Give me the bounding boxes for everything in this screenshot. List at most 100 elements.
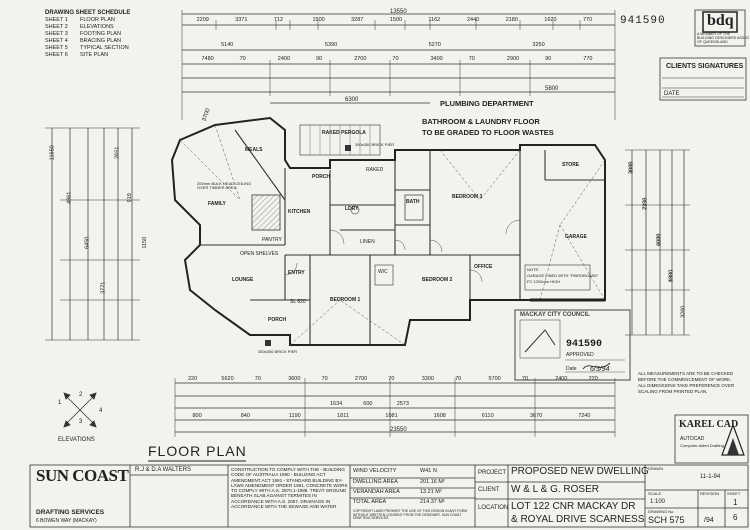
dim-bottom-row1-value: 70 xyxy=(254,376,261,382)
room-porch-1: PORCH xyxy=(312,174,331,180)
dim-bottom-row2-value: 1190 xyxy=(288,413,301,419)
karelcad-name: KAREL CAD xyxy=(679,419,739,430)
wind-label: WIND VELOCITY xyxy=(353,468,397,474)
dim-bottom-row1-value: 3300 xyxy=(421,376,434,382)
dim-bottom-row2-value: 1608 xyxy=(433,413,446,419)
scale-value: 1:100 xyxy=(650,499,666,505)
room-family: FAMILY xyxy=(208,201,226,207)
schedule-sheet-num: SHEET 4 xyxy=(45,38,68,44)
dim-left-value: 3771 xyxy=(100,281,107,294)
top-dimension-lines xyxy=(181,10,616,120)
dim-top-row1-value: 2440 xyxy=(467,17,480,23)
dim-top-row3-value: 70 xyxy=(468,56,475,62)
brick-pier-2 xyxy=(265,340,271,346)
dim-top-row4: 5800 xyxy=(545,86,559,92)
karelcad-sub2: Computer Aided Drafting xyxy=(680,443,724,448)
room-kitchen: KITCHEN xyxy=(288,209,311,215)
garage-note-2: GARAGE LINED WITH "FIBROBOARD" xyxy=(527,273,599,278)
check-note-4: SCALING FROM PRINTED PLAN. xyxy=(638,389,708,394)
brick-pier-label: 350x350 BRICK PIER xyxy=(355,142,395,147)
dim-top-row3-value: 2900 xyxy=(506,56,520,62)
room-garage: GARAGE xyxy=(565,234,587,240)
room-store: STORE xyxy=(562,162,580,168)
kitchen-bench xyxy=(251,194,281,231)
dim-left-value: 919 xyxy=(126,193,133,203)
council-number: 941590 xyxy=(566,339,603,350)
dim-top-row2-value: 5390 xyxy=(324,42,338,48)
dim-bottom-row1-value: 70 xyxy=(521,376,529,382)
total-value: 214.37 M² xyxy=(420,499,445,505)
dwelling-value: 201.16 M² xyxy=(420,479,445,485)
bdq-text-2: BUILDING DESIGNERS ASSOC xyxy=(697,36,750,40)
dim-bottom-row2-value: 1811 xyxy=(337,413,349,419)
dim-top-row3-value: 90 xyxy=(545,56,552,62)
compass-3: 3 xyxy=(79,419,83,425)
drawing-year: /94 xyxy=(704,517,714,524)
dim-bottom-row3-value: 2573 xyxy=(396,401,409,407)
dim-top-row3-value: 770 xyxy=(583,56,593,62)
signatures-date-label: DATE xyxy=(664,91,680,97)
dim-top-row1-value: 1500 xyxy=(312,17,325,23)
wc-fixture xyxy=(374,264,394,286)
room-linen: LINEN xyxy=(360,239,375,245)
verandah-value: 13.21 M² xyxy=(420,489,442,495)
dim-top-row2-value: 3250 xyxy=(532,42,545,48)
dim-top-row3-value: 70 xyxy=(392,56,399,62)
bdq-text-1: A MEMBER OF THE xyxy=(697,32,731,36)
council-name: MACKAY CITY COUNCIL xyxy=(520,312,590,318)
brick-pier xyxy=(345,145,351,151)
brick-pier-label-2: 350x350 BRICK PIER xyxy=(258,349,298,354)
logo-address: 6 BOWEN WAY (MACKAY) xyxy=(36,518,97,524)
bottom-dimension-lines xyxy=(174,378,616,437)
dim-bottom-row1-value: 70 xyxy=(321,376,328,382)
total-label: TOTAL AREA xyxy=(353,499,387,505)
dim-bottom-row2-value: 800 xyxy=(192,413,202,419)
dim-top-row1-value: 1620 xyxy=(544,17,557,23)
karelcad-sub: AUTOCAD xyxy=(680,436,705,442)
sheet-label: SHEET xyxy=(727,491,741,496)
dim-bottom-overall: 23550 xyxy=(390,427,407,433)
drafting-services: DRAFTING SERVICES xyxy=(36,509,105,516)
internal-walls xyxy=(200,129,605,345)
room-meals: MEALS xyxy=(245,147,263,153)
schedule-sheet-name: TYPICAL SECTION xyxy=(80,45,129,51)
compass-2: 2 xyxy=(79,392,83,398)
signatures-title: CLIENTS SIGNATURES xyxy=(666,63,744,70)
dim-bottom-row1-value: 2700 xyxy=(354,376,368,382)
dim-bottom-row3-value: 600 xyxy=(363,401,373,407)
verandah-label: VERANDAH AREA xyxy=(353,489,400,495)
schedule-sheet-num: SHEET 5 xyxy=(45,45,68,51)
room-porch-2: PORCH xyxy=(268,317,287,323)
room-bedroom-1: BEDROOM 1 xyxy=(330,297,361,303)
room-ldry: LDRY xyxy=(345,206,359,212)
dim-right-value: 2000 xyxy=(656,233,663,246)
plumbing-note-3: TO BE GRADED TO FLOOR WASTES xyxy=(422,128,554,137)
dim-top-row2-value: 5270 xyxy=(428,42,441,48)
bdq-logo: bdq xyxy=(707,12,734,29)
schedule-title: DRAWING SHEET SCHEDULE xyxy=(45,10,131,16)
dim-right-value: 1300 xyxy=(668,269,675,282)
elevations-label: ELEVATIONS xyxy=(58,437,95,443)
room-bedroom-3: BEDROOM 3 xyxy=(452,194,483,200)
drawing-no-label: DRAWING No. xyxy=(648,509,675,514)
plumbing-note-2: BATHROOM & LAUNDRY FLOOR xyxy=(422,117,540,126)
room-entry: ENTRY xyxy=(288,270,305,276)
dim-bottom-row2-value: 7240 xyxy=(578,413,591,419)
council-date: 6/3/94 xyxy=(590,366,610,373)
check-note-1: ALL MEASUREMENTS ARE TO BE CHECKED xyxy=(638,371,734,376)
floor-plan-title: FLOOR PLAN xyxy=(148,443,247,459)
dim-top-row3-value: 90 xyxy=(316,56,323,62)
dim-right-value: 3260 xyxy=(680,305,687,318)
room-lounge: LOUNGE xyxy=(232,277,254,283)
dim-left-value: 2651 xyxy=(114,146,121,159)
dim-bottom-row1-value: 70 xyxy=(388,376,395,382)
room-pantry: PANTRY xyxy=(262,237,282,243)
dim-bottom-row1-value: 2400 xyxy=(555,376,568,382)
compass-1: 1 xyxy=(58,400,62,406)
schedule-sheet-name: BRACING PLAN xyxy=(80,38,121,44)
family-note: 200mm BULK HEAD CEILING OVER TIMBER AREA xyxy=(197,181,252,190)
door-swings xyxy=(284,219,521,283)
garage-note-3: FC 1200mm HIGH xyxy=(527,279,561,284)
copyright-note: COPYRIGHT LAWS PROHIBIT THE USE OF THIS … xyxy=(353,509,468,521)
dim-top-row3-value: 70 xyxy=(239,56,246,62)
